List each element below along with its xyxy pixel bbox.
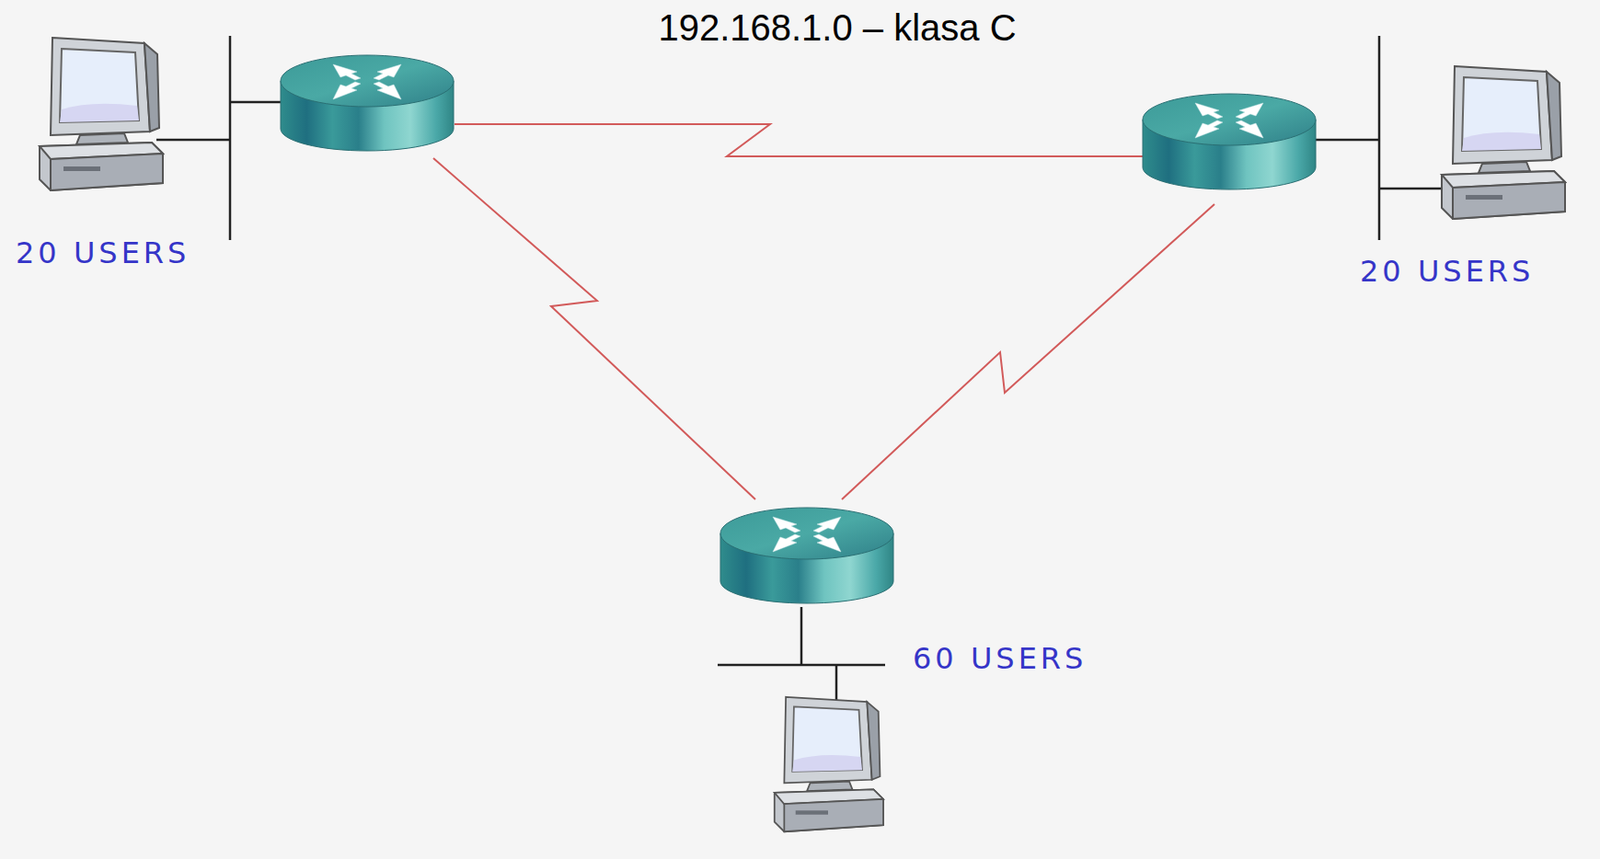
title: 192.168.1.0 – klasa C [657,7,1016,49]
router-icon [720,507,894,604]
computer-icon [39,37,163,191]
user-count-label: 20 USERS [15,235,190,271]
computer-icon [1441,66,1566,219]
user-count-label: 20 USERS [1359,253,1534,289]
user-count-label: 60 USERS [912,641,1087,677]
wan-link [433,124,1215,500]
computer-icon [774,697,884,832]
router-icon [1142,93,1316,190]
router-icon [280,55,454,151]
lan-segment [156,35,1450,707]
